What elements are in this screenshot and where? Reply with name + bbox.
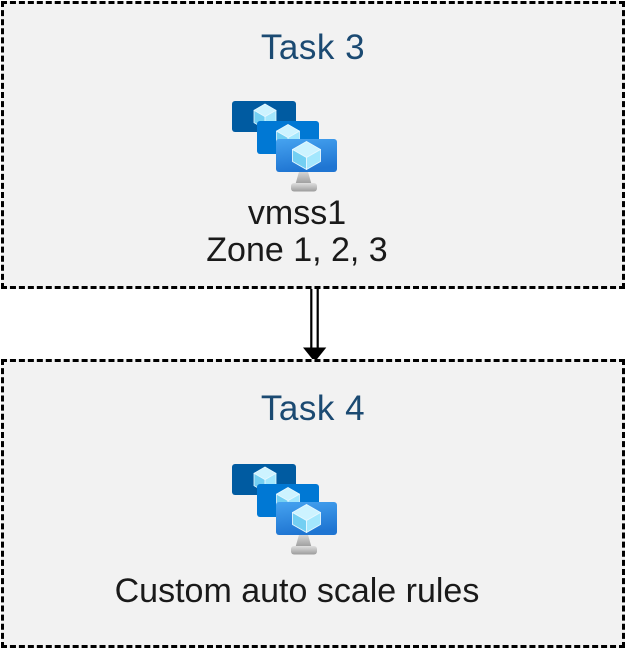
task3-title: Task 3 — [260, 28, 366, 67]
task4-box: Task 4 Custom auto scale rules — [1, 359, 625, 648]
task3-caption: vmss1 Zone 1, 2, 3 — [0, 195, 606, 269]
vmss-name-label: vmss1 — [247, 194, 347, 232]
autoscale-rules-label: Custom auto scale rules — [114, 572, 480, 610]
zones-label: Zone 1, 2, 3 — [206, 231, 388, 269]
task4-caption: Custom auto scale rules — [0, 573, 606, 610]
vmss-icon — [232, 462, 337, 555]
task4-title: Task 4 — [260, 389, 366, 428]
connector-arrow-down-icon — [303, 289, 327, 362]
task3-box: Task 3 vmss1 Zone 1, 2, 3 — [1, 1, 625, 289]
vmss-icon — [232, 99, 337, 192]
